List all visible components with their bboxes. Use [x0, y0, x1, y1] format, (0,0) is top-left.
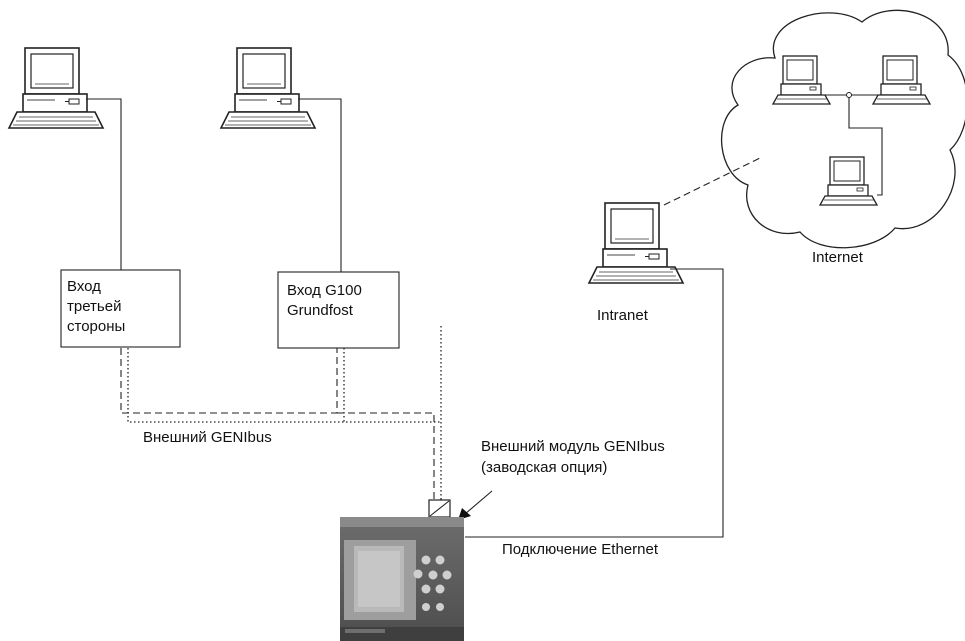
- module-arrow: [464, 490, 493, 515]
- intranet-internet-link: [663, 157, 761, 206]
- ethernet-link: [465, 268, 724, 538]
- g100-input-box: [277, 271, 400, 349]
- internet-cloud: [720, 9, 965, 249]
- external-genibus-label: Внешний GENIbus: [143, 429, 272, 446]
- genibus-dashed-line: [120, 348, 338, 414]
- controller-device: [340, 517, 464, 641]
- third-party-computer: [8, 47, 104, 129]
- intranet-computer: [588, 202, 684, 284]
- g100-computer: [220, 47, 316, 129]
- ethernet-label: Подключение Ethernet: [502, 541, 659, 558]
- internet-label: Internet: [812, 249, 864, 266]
- genibus-dotted-line: [127, 348, 441, 423]
- intranet-label: Intranet: [597, 307, 649, 324]
- third-party-input-box: [60, 269, 181, 348]
- third-party-input-label: Вход третьей стороны: [67, 278, 126, 335]
- g100-input-label: Вход G100 Grundfost: [287, 282, 366, 319]
- genibus-module-label: Внешний модуль GENIbus (заводская опция): [481, 438, 669, 476]
